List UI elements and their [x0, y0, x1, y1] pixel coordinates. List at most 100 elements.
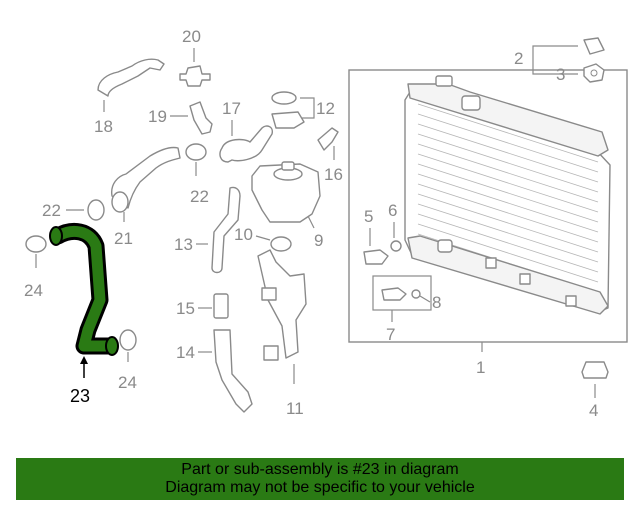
banner-line-1: Part or sub-assembly is #23 in diagram	[181, 461, 459, 478]
part-label-19[interactable]: 19	[148, 107, 167, 126]
part-label-22a[interactable]: 22	[42, 201, 61, 220]
overflow-hose	[211, 186, 241, 274]
o-ring-6	[390, 240, 402, 252]
hose-clamp-22b	[185, 143, 207, 161]
reserve-hose-lower	[213, 329, 253, 413]
leader-2	[532, 45, 578, 60]
reserve-hose-bracket	[317, 127, 339, 151]
leader-8	[419, 295, 431, 303]
part-7-frame	[372, 275, 432, 311]
leader-12	[300, 97, 315, 119]
part-2-3-group[interactable]: 2 3	[514, 37, 605, 84]
part-5-6-group[interactable]: 5 6	[363, 201, 402, 265]
part-label-13[interactable]: 13	[174, 235, 193, 254]
part-label-7[interactable]: 7	[386, 325, 395, 344]
radiator-cushion	[581, 361, 609, 379]
part-24b-group[interactable]: 24	[118, 329, 137, 392]
part-22a-group[interactable]: 22	[42, 199, 105, 221]
reserve-cap-top	[281, 161, 295, 171]
part-23-group[interactable]: 23	[49, 222, 119, 406]
banner-line-2: Diagram may not be specific to your vehi…	[165, 479, 475, 496]
part-label-24a[interactable]: 24	[24, 281, 43, 300]
part-21-group[interactable]: 21	[111, 146, 181, 248]
leader-3-frame	[532, 60, 578, 75]
radiator-drain	[485, 257, 497, 269]
radiator-mount-nut	[583, 63, 605, 83]
part-label-16[interactable]: 16	[324, 165, 343, 184]
hose-23-end-upper	[49, 226, 63, 246]
part-label-2[interactable]: 2	[514, 49, 523, 68]
part-label-20[interactable]: 20	[182, 27, 201, 46]
hose-joint	[179, 65, 211, 87]
hose-clamp-22a	[87, 199, 105, 221]
leader-9	[307, 215, 315, 229]
o-ring-8	[411, 289, 421, 299]
radiator-upper-inlet	[435, 75, 453, 87]
part-18-group[interactable]: 18	[94, 58, 165, 136]
part-label-6[interactable]: 6	[388, 201, 397, 220]
hose-clamp-24b	[119, 329, 137, 351]
part-label-18[interactable]: 18	[94, 117, 113, 136]
part-16-group[interactable]: 16	[317, 127, 343, 184]
radiator-group-frame	[348, 69, 628, 343]
lower-radiator-hose[interactable]	[52, 225, 116, 352]
part-24a-group[interactable]: 24	[24, 235, 47, 300]
part-label-14[interactable]: 14	[176, 343, 195, 362]
part-label-10[interactable]: 10	[234, 225, 253, 244]
part-label-15[interactable]: 15	[176, 299, 195, 318]
radiator-lower-tank	[407, 235, 609, 315]
thermo-switch	[381, 287, 407, 301]
part-label-9[interactable]: 9	[314, 231, 323, 250]
radiator-filler-neck	[461, 95, 481, 111]
radiator-assembly[interactable]: 1	[348, 69, 628, 377]
part-label-21[interactable]: 21	[114, 229, 133, 248]
bracket-tab	[263, 345, 279, 361]
hose-clamp-24a	[25, 235, 47, 253]
nut-hole	[590, 69, 598, 77]
part-19-group[interactable]: 19	[148, 101, 213, 135]
part-4-group[interactable]: 4	[581, 361, 609, 420]
part-label-1[interactable]: 1	[476, 358, 485, 377]
coolant-temp-sensor	[363, 249, 389, 265]
part-label-24b[interactable]: 24	[118, 373, 137, 392]
part-13-group[interactable]: 13	[174, 186, 241, 274]
part-12-group[interactable]: 12	[271, 91, 335, 129]
leader-10	[255, 235, 271, 241]
leader-23-arrow	[80, 356, 88, 364]
hose-23-end-lower	[105, 336, 119, 356]
hose-19	[189, 101, 213, 135]
bracket-clip	[261, 287, 277, 301]
radiator-lower-outlet	[437, 239, 453, 253]
part-14-group[interactable]: 14	[176, 329, 253, 413]
reserve-cap	[271, 111, 305, 129]
part-7-8-group[interactable]: 8 7	[372, 275, 441, 344]
part-20-group[interactable]: 20	[179, 27, 211, 87]
part-9-group[interactable]: 9	[251, 161, 323, 250]
reserve-tank-hose	[219, 125, 274, 163]
part-10-group[interactable]: 10	[234, 225, 292, 252]
part-15-group[interactable]: 15	[176, 293, 229, 319]
part-label-5[interactable]: 5	[364, 207, 373, 226]
part-label-12[interactable]: 12	[316, 99, 335, 118]
part-22b-group[interactable]: 22	[185, 143, 209, 206]
part-11-group[interactable]: 11	[257, 249, 307, 418]
hose-clip-15	[213, 293, 229, 319]
part-label-23[interactable]: 23	[70, 386, 90, 406]
part-label-4[interactable]: 4	[589, 401, 598, 420]
reserve-tank-bracket	[257, 249, 307, 359]
info-banner: Part or sub-assembly is #23 in diagram D…	[16, 458, 624, 500]
part-label-11[interactable]: 11	[286, 399, 304, 418]
part-17-group[interactable]: 17	[219, 99, 274, 163]
part-label-3[interactable]: 3	[556, 65, 565, 84]
radiator-bracket	[519, 273, 531, 285]
upper-radiator-hose	[111, 146, 181, 209]
radiator-bracket-2	[565, 295, 577, 307]
part-label-22b[interactable]: 22	[190, 187, 209, 206]
bypass-hose-18	[97, 58, 165, 97]
reserve-cap-seal	[271, 91, 297, 105]
part-label-8[interactable]: 8	[432, 293, 441, 312]
part-label-17[interactable]: 17	[222, 99, 241, 118]
grommet	[270, 236, 292, 252]
